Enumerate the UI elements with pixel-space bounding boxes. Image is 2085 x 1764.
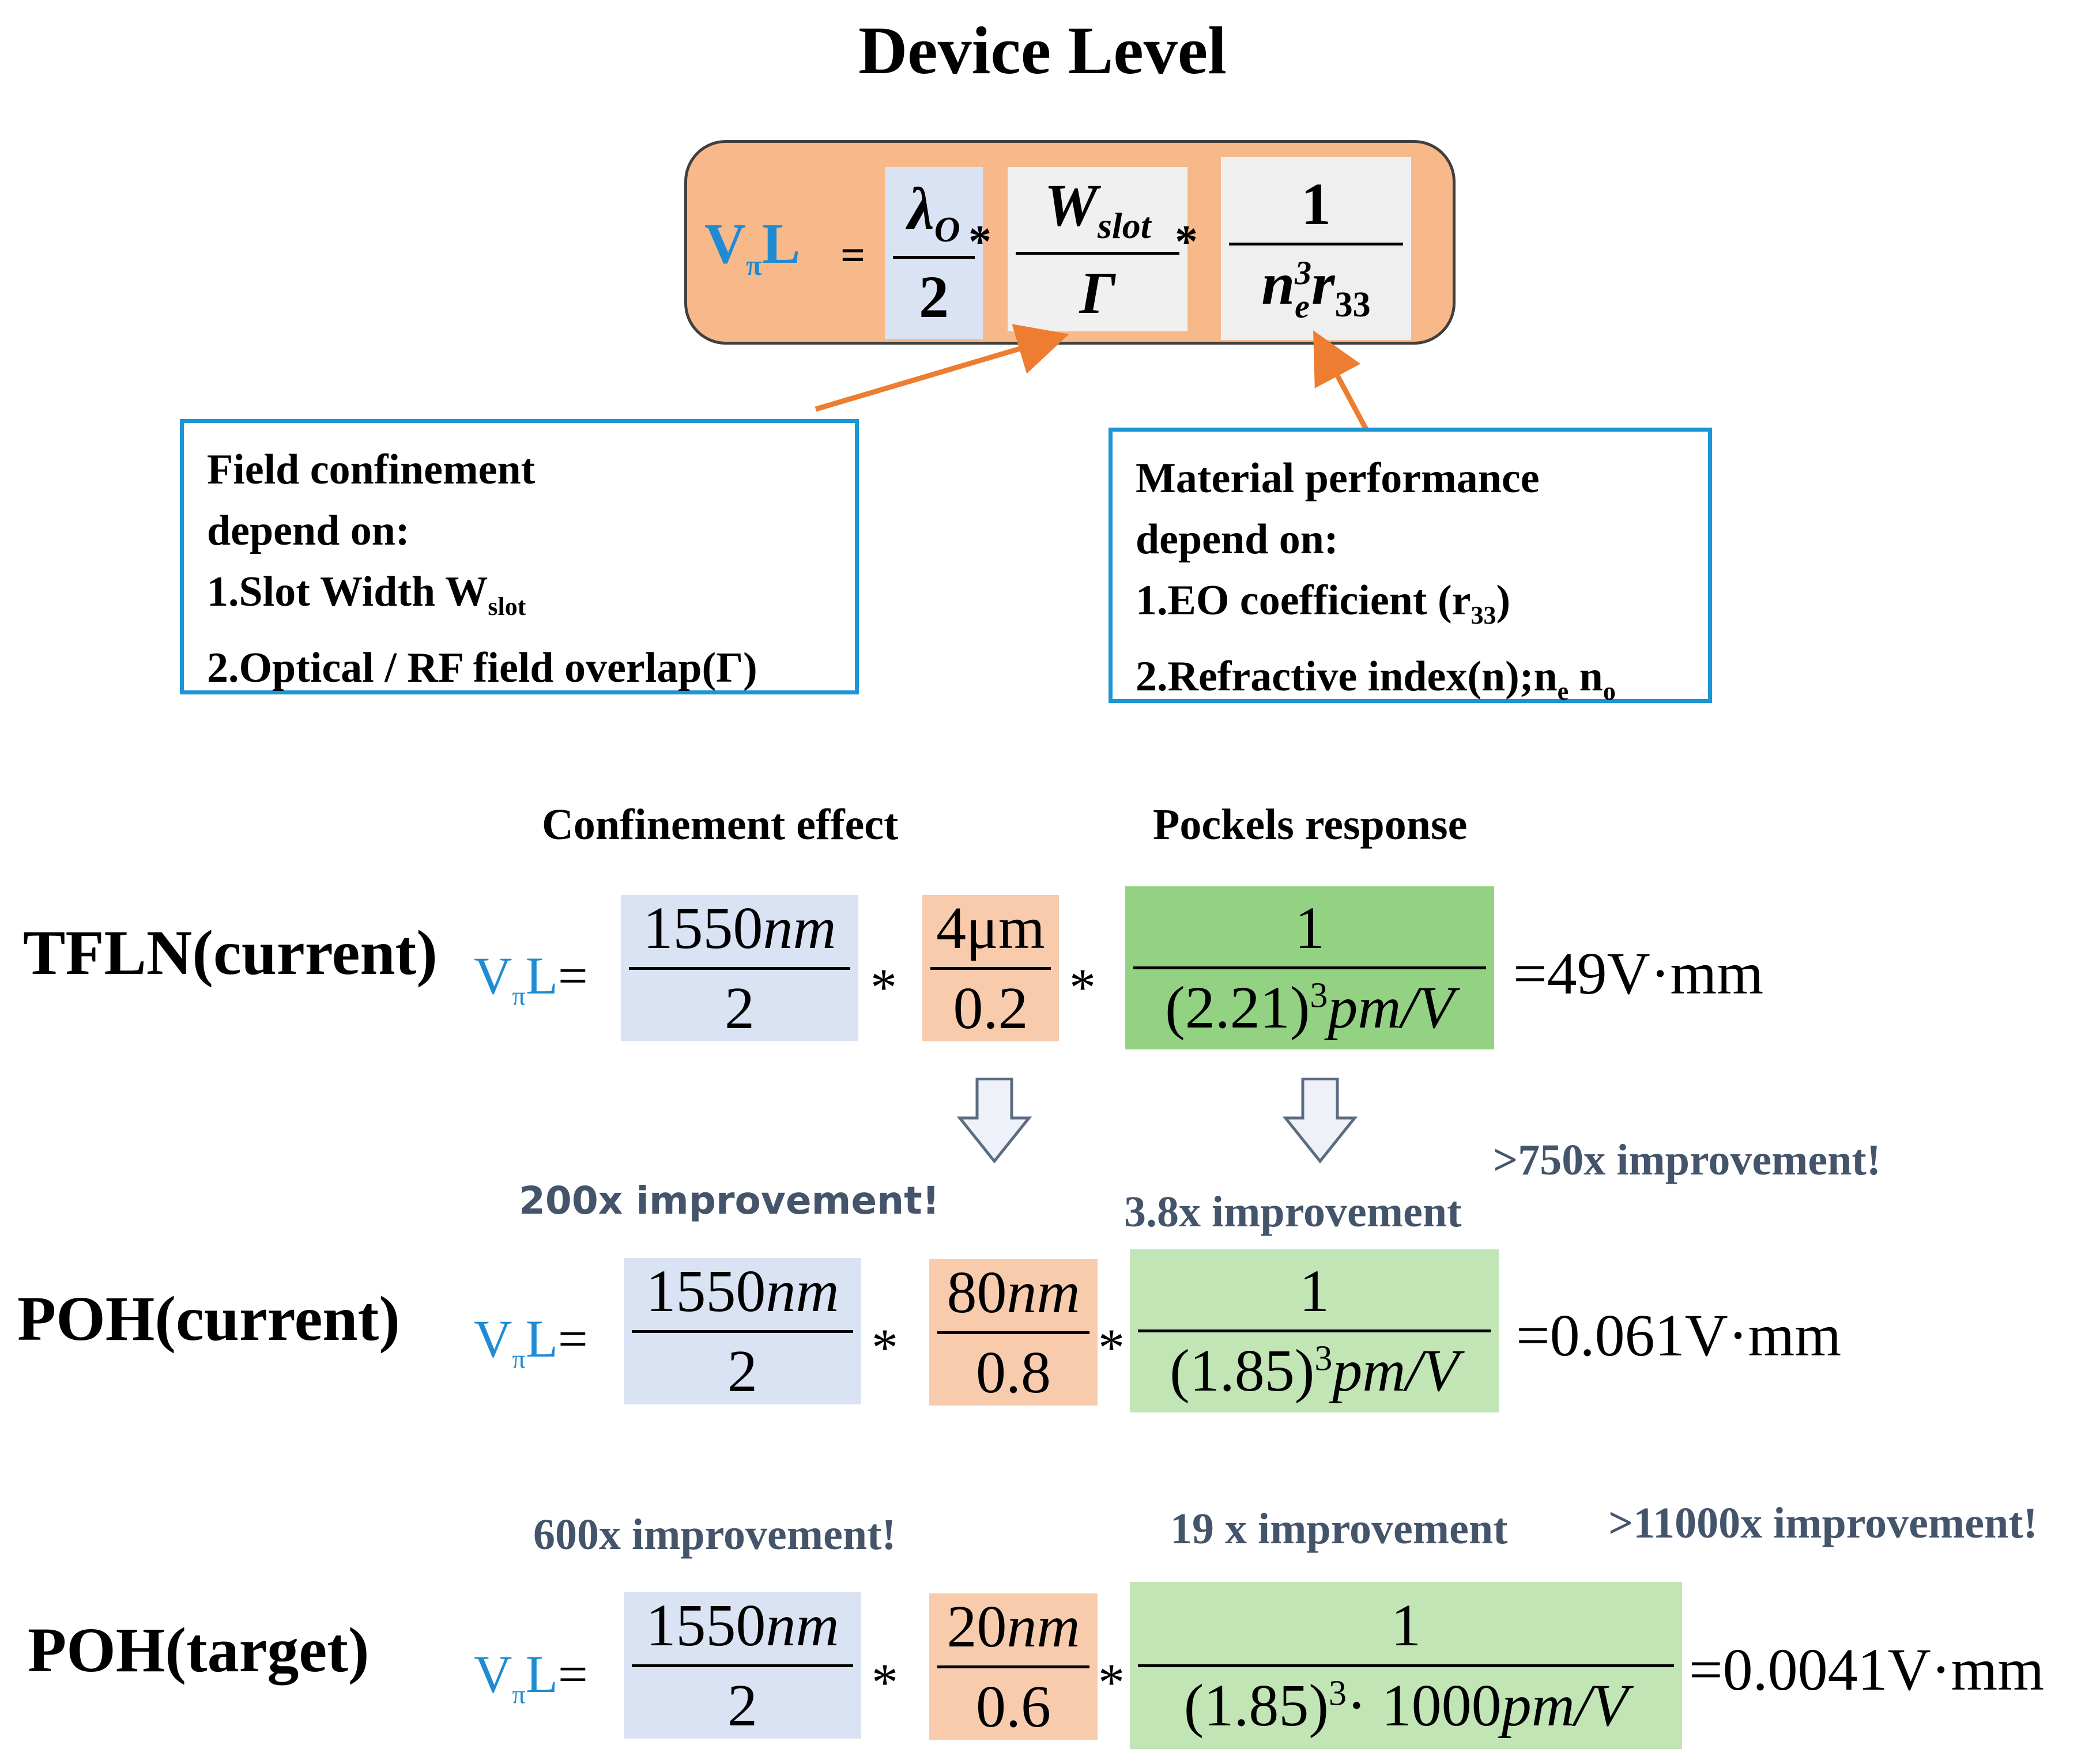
fraction-bar — [937, 1331, 1089, 1334]
arrows-layer — [815, 324, 1368, 431]
row-label-poh-current: POH(current) — [17, 1283, 400, 1354]
row1-star-2: * — [1069, 958, 1096, 1017]
fraction-bar — [893, 255, 975, 259]
improvement-target-pockels: 19 x improvement — [1170, 1505, 1508, 1553]
row2-star-1: * — [872, 1318, 898, 1377]
header-pockels-response: Pockels response — [1153, 800, 1468, 849]
row3-confinement-fraction: 20nm 0.6 — [929, 1593, 1098, 1740]
row1-pockels-fraction: 1 (2.21)3pm/V — [1125, 886, 1494, 1049]
improvement-target-total: >11000x improvement! — [1608, 1499, 2038, 1547]
fraction-bar — [632, 1329, 853, 1333]
row3-pockels-fraction: 1 (1.85)3· 1000pm/V — [1130, 1582, 1682, 1749]
row1-star-1: * — [870, 958, 897, 1017]
row2-confinement-fraction: 80nm 0.8 — [929, 1259, 1098, 1406]
page-title: Device Level — [858, 13, 1227, 88]
formula-lambda-fraction: λO 2 — [885, 167, 983, 339]
row1-wavelength-fraction: 1550nm 2 — [621, 895, 858, 1041]
formula-lhs: VπL — [704, 211, 801, 281]
improvement-poh-total: >750x improvement! — [1493, 1136, 1882, 1184]
row3-vpil: VπL= — [474, 1645, 588, 1709]
fraction-bar — [1138, 1329, 1491, 1332]
row2-wavelength-fraction: 1550nm 2 — [624, 1258, 861, 1404]
material-performance-box: Material performance depend on: 1.EO coe… — [1109, 428, 1712, 705]
row1-result: =49V·mm — [1513, 940, 1764, 1007]
formula-wslot-fraction: Wslot Γ — [1008, 167, 1187, 331]
header-confinement-effect: Confinement effect — [542, 800, 899, 849]
arrow-field-to-wslot — [815, 324, 1069, 412]
row-label-poh-target: POH(target) — [28, 1615, 370, 1685]
row-label-tfln-current: TFLN(current) — [23, 917, 438, 988]
improvement-poh-confinement: 200x improvement! — [519, 1178, 940, 1223]
row1-vpil: VπL= — [474, 946, 588, 1011]
formula-star-1: * — [968, 217, 991, 267]
formula-equals: = — [840, 231, 866, 279]
down-arrow-pockels — [1283, 1078, 1358, 1164]
fraction-bar — [937, 1665, 1089, 1668]
arrow-material-to-r33 — [1313, 330, 1368, 431]
improvement-target-confinement: 600x improvement! — [533, 1510, 896, 1559]
down-arrow-confinement — [957, 1078, 1032, 1164]
fraction-bar — [1229, 243, 1403, 246]
row2-pockels-fraction: 1 (1.85)3pm/V — [1130, 1249, 1499, 1412]
row1-confinement-fraction: 4μm 0.2 — [922, 895, 1059, 1041]
fraction-bar — [1133, 966, 1486, 969]
field-confinement-box: Field confinement depend on: 1.Slot Widt… — [180, 419, 859, 694]
fraction-bar — [930, 966, 1051, 970]
row3-wavelength-fraction: 1550nm 2 — [624, 1592, 861, 1739]
formula-star-2: * — [1175, 217, 1198, 267]
row3-star-1: * — [872, 1653, 898, 1712]
improvement-poh-pockels: 3.8x improvement — [1124, 1188, 1462, 1236]
fraction-bar — [1016, 251, 1179, 255]
row2-vpil: VπL= — [474, 1309, 588, 1374]
fraction-bar — [1138, 1664, 1674, 1667]
row2-star-2: * — [1098, 1318, 1125, 1377]
row3-star-2: * — [1098, 1653, 1125, 1712]
row3-result: =0.0041V·mm — [1689, 1637, 2045, 1703]
fraction-bar — [629, 966, 850, 970]
fraction-bar — [632, 1664, 853, 1667]
row2-result: =0.061V·mm — [1516, 1302, 1842, 1369]
